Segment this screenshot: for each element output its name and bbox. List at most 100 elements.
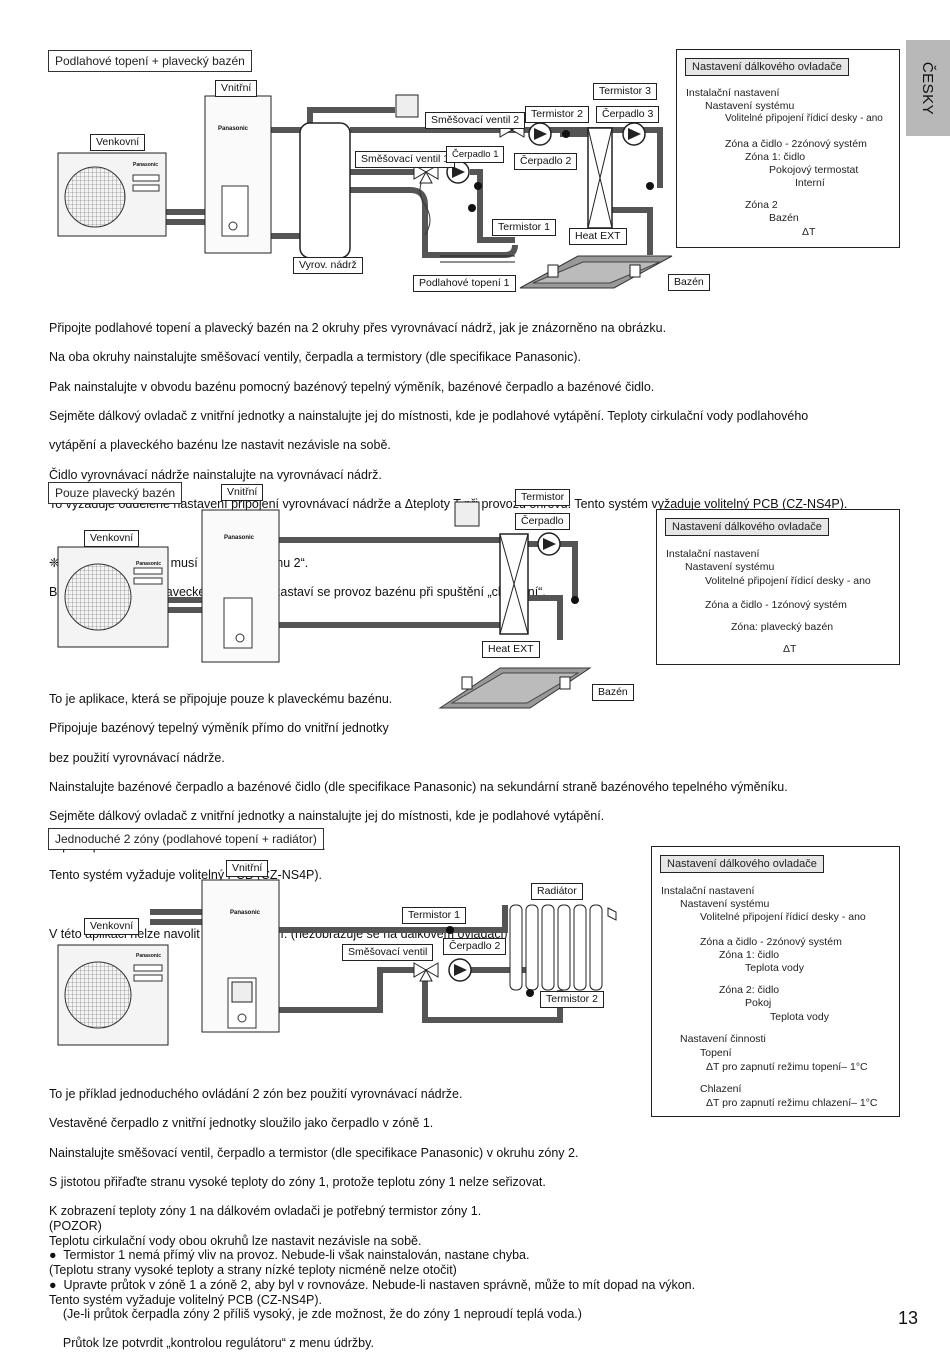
settings-line: Zóna 1: čidlo bbox=[719, 949, 780, 961]
settings-header-3: Nastavení dálkového ovladače bbox=[660, 855, 824, 873]
text-line: To je aplikace, která se připojuje pouze… bbox=[49, 691, 393, 706]
settings-line: Zóna a čidlo - 1zónový systém bbox=[705, 599, 847, 611]
text-line: Teplotu cirkulační vody obou okruhů lze … bbox=[49, 1233, 422, 1248]
settings-line: Teplota vody bbox=[745, 962, 804, 974]
settings-panel-2: Nastavení dálkového ovladače Instalační … bbox=[656, 509, 900, 665]
label-outdoor-1: Venkovní bbox=[90, 134, 146, 151]
settings-line: Zóna 2 bbox=[745, 199, 778, 211]
label-pool-1: Bazén bbox=[668, 274, 710, 291]
remote-control-icon-2 bbox=[454, 501, 480, 527]
settings-line: Zóna: plavecký bazén bbox=[731, 621, 834, 633]
settings-line: Chlazení bbox=[700, 1083, 742, 1095]
label-mixing-valve-s3: Směšovací ventil bbox=[342, 944, 434, 961]
label-heat-ext-1: Heat EXT bbox=[569, 228, 627, 245]
remote-control-icon-3 bbox=[231, 981, 253, 1003]
label-pump-2: Čerpadlo 2 bbox=[514, 153, 578, 170]
text-line: Nainstalujte bazénové čerpadlo a bazénov… bbox=[49, 779, 788, 794]
language-tab: ČESKY bbox=[906, 40, 950, 136]
buffer-tank bbox=[299, 122, 351, 259]
indoor-brand-3: Panasonic bbox=[230, 910, 261, 916]
label-thermistor-s2: Termistor bbox=[515, 489, 571, 506]
settings-line: Zóna a čidlo - 2zónový systém bbox=[725, 138, 867, 150]
label-outdoor-2: Venkovní bbox=[84, 530, 140, 547]
text-line: Čidlo vyrovnávací nádrže nainstalujte na… bbox=[49, 467, 382, 482]
label-outdoor-3: Venkovní bbox=[84, 918, 140, 935]
section1-diagram bbox=[57, 94, 673, 289]
text-line: Průtok lze potvrdit „kontrolou regulátor… bbox=[49, 1336, 374, 1351]
settings-line: Zóna 2: čidlo bbox=[719, 984, 780, 996]
label-pool-2: Bazén bbox=[592, 684, 634, 701]
settings-line: Nastavení systému bbox=[680, 898, 770, 910]
settings-line: Instalační nastavení bbox=[661, 885, 755, 897]
label-floor-heating-1: Podlahové topení 1 bbox=[413, 275, 516, 292]
settings-panel-1: Nastavení dálkového ovladače Instalační … bbox=[676, 49, 900, 248]
text-line: (POZOR) bbox=[49, 1218, 102, 1233]
label-tank: Vyrov. nádrž bbox=[293, 257, 363, 274]
section2-diagram bbox=[57, 501, 592, 709]
label-pump-1: Čerpadlo 1 bbox=[446, 146, 505, 163]
text-line: Připojuje bazénový tepelný výměník přímo… bbox=[49, 721, 389, 736]
settings-line: ΔT pro zapnutí režimu topení– 1°C bbox=[706, 1061, 868, 1073]
section3-diagram bbox=[57, 879, 617, 1046]
text-line: (Je-li průtok čerpadla zóny 2 příliš vys… bbox=[49, 1306, 582, 1321]
text-line: Tento systém vyžaduje volitelný PCB (CZ-… bbox=[49, 1292, 323, 1307]
outdoor-brand-2: Panasonic bbox=[136, 561, 162, 567]
indoor-brand-1: Panasonic bbox=[218, 126, 249, 132]
page-number: 13 bbox=[898, 1308, 919, 1328]
settings-line: Interní bbox=[795, 177, 825, 189]
settings-line: Teplota vody bbox=[770, 1011, 829, 1023]
text-line: bez použití vyrovnávací nádrže. bbox=[49, 750, 225, 765]
label-thermistor-2-s3: Termistor 2 bbox=[540, 991, 604, 1008]
label-pump-2-s3: Čerpadlo 2 bbox=[443, 938, 507, 955]
label-indoor-2: Vnitřní bbox=[221, 484, 264, 501]
label-indoor-3: Vnitřní bbox=[226, 860, 269, 877]
outdoor-brand-3: Panasonic bbox=[136, 953, 162, 959]
settings-line: Nastavení systému bbox=[685, 561, 775, 573]
settings-line: Pokoj bbox=[745, 997, 772, 1009]
text-line: S jistotou přiřaďte stranu vysoké teplot… bbox=[49, 1174, 546, 1189]
settings-line: Instalační nastavení bbox=[666, 548, 760, 560]
label-thermistor-1: Termistor 1 bbox=[492, 219, 556, 236]
settings-line: ΔT bbox=[802, 226, 816, 238]
text-line: K zobrazení teploty zóny 1 na dálkovém o… bbox=[49, 1204, 482, 1219]
settings-line: Instalační nastavení bbox=[686, 87, 780, 99]
section2-title: Pouze plavecký bazén bbox=[48, 482, 183, 504]
section3-title: Jednoduché 2 zóny (podlahové topení + ra… bbox=[48, 828, 324, 850]
text-line: Vestavěné čerpadlo z vnitřní jednotky sl… bbox=[49, 1116, 434, 1131]
label-thermistor-3: Termistor 3 bbox=[593, 83, 657, 100]
remote-control-icon-1 bbox=[395, 94, 419, 118]
indoor-brand-2: Panasonic bbox=[224, 535, 255, 541]
label-indoor-1: Vnitřní bbox=[215, 80, 258, 97]
settings-line: Topení bbox=[700, 1047, 732, 1059]
settings-line: ΔT bbox=[783, 643, 797, 655]
settings-line: Zóna 1: čidlo bbox=[745, 151, 806, 163]
label-thermistor-2: Termistor 2 bbox=[525, 106, 589, 123]
settings-line: Volitelné připojení řídicí desky - ano bbox=[725, 113, 883, 124]
settings-line: Pokojový termostat bbox=[769, 164, 859, 176]
text-line: Na oba okruhy nainstalujte směšovací ven… bbox=[49, 350, 581, 365]
text-line: ● Termistor 1 nemá přímý vliv na provoz.… bbox=[49, 1248, 530, 1263]
text-line: To je příklad jednoduchého ovládání 2 zó… bbox=[49, 1086, 463, 1101]
section1-title: Podlahové topení + plavecký bazén bbox=[48, 50, 252, 72]
settings-panel-3: Nastavení dálkového ovladače Instalační … bbox=[651, 846, 900, 1117]
text-line: Sejměte dálkový ovladač z vnitřní jednot… bbox=[49, 809, 605, 824]
text-line: vytápění a plaveckého bazénu lze nastavi… bbox=[49, 438, 391, 453]
label-heat-ext-2: Heat EXT bbox=[482, 641, 540, 658]
label-mixing-valve-2: Směšovací ventil 2 bbox=[425, 112, 526, 129]
text-line: Nainstalujte směšovací ventil, čerpadlo … bbox=[49, 1145, 579, 1160]
label-mixing-valve-1: Směšovací ventil 1 bbox=[355, 151, 456, 168]
radiator-unit bbox=[509, 904, 603, 991]
settings-line: Volitelné připojení řídicí desky - ano bbox=[705, 575, 871, 587]
settings-line: Volitelné připojení řídicí desky - ano bbox=[700, 911, 866, 923]
settings-line: Zóna a čidlo - 2zónový systém bbox=[700, 936, 842, 948]
text-line: Pak nainstalujte v obvodu bazénu pomocný… bbox=[49, 379, 655, 394]
settings-line: Bazén bbox=[769, 212, 799, 224]
label-pump-3: Čerpadlo 3 bbox=[596, 106, 660, 123]
text-line: Připojte podlahové topení a plavecký baz… bbox=[49, 320, 667, 335]
settings-header-2: Nastavení dálkového ovladače bbox=[665, 518, 829, 536]
settings-line: Nastavení systému bbox=[705, 100, 795, 112]
label-radiator: Radiátor bbox=[531, 883, 583, 900]
outdoor-brand-1: Panasonic bbox=[133, 162, 159, 168]
text-line: Sejměte dálkový ovladač z vnitřní jednot… bbox=[49, 408, 809, 423]
settings-line: ΔT pro zapnutí režimu chlazení– 1°C bbox=[706, 1097, 878, 1109]
